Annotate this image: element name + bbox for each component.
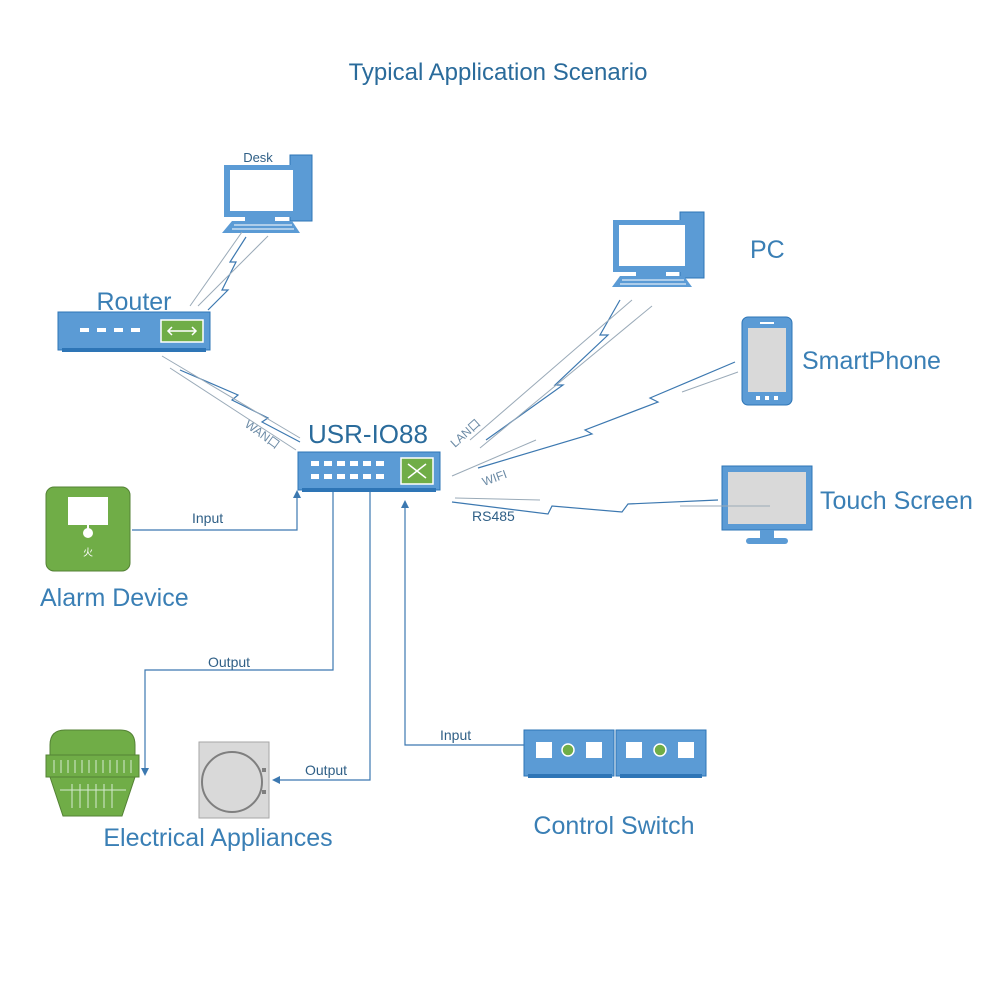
alarm-input-label: Input [192,510,223,526]
touch-screen-icon [721,465,813,544]
electrical-appliances-label: Electrical Appliances [103,824,332,852]
output-lamp-label: Output [208,654,250,670]
desk-router-line-b [189,231,243,307]
desk-label: Desk [243,150,273,165]
desk-computer-icon [222,154,313,233]
lan-line-a [479,305,653,449]
appliance-icon [198,741,270,819]
rs485-line-b [454,497,541,501]
desk-router-line-a [197,235,269,307]
lan-line-b [469,299,633,441]
output-appliance-label: Output [305,762,347,778]
output-appliance-arrowhead [272,776,280,784]
wan-line-b [169,367,297,451]
switch-input-arrowhead [401,500,409,508]
wifi-wireless-link [477,361,736,469]
wifi-line-a [681,371,739,393]
switch-input-label: Input [440,727,471,743]
lan-wireless-link [485,299,621,441]
hub-device-icon [297,451,441,492]
switch-input-link [404,506,524,746]
alarm-input-link [132,492,298,531]
wifi-line-b [451,439,537,477]
wifi-label: WIFI [480,467,509,489]
alarm-device-glyph: 火 [83,547,93,559]
pc-icon [612,211,705,287]
lamp-icon [45,729,140,817]
diagram-title: Typical Application Scenario [349,59,648,86]
smartphone-label: SmartPhone [802,347,941,375]
alarm-input-arrowhead [293,490,301,498]
control-switch-icon [523,729,707,778]
pc-label: PC [750,236,785,264]
desk-router-wireless-link [207,236,247,311]
alarm-device-label: Alarm Device [40,584,189,612]
wan-wireless-link [179,369,301,443]
router-icon [57,311,211,352]
alarm-device-icon [45,486,131,572]
rs485-label: RS485 [472,508,515,524]
output-lamp-arrowhead [141,768,149,776]
control-switch-label: Control Switch [533,812,694,840]
output-appliance-link [276,492,371,781]
hub-label: USR-IO88 [308,419,428,449]
rs485-wireless-link [451,499,719,515]
wan-line-a [161,355,301,439]
router-label: Router [96,288,171,316]
output-lamp-link [144,492,334,772]
smartphone-icon [741,316,793,406]
touch-screen-label: Touch Screen [820,487,973,515]
